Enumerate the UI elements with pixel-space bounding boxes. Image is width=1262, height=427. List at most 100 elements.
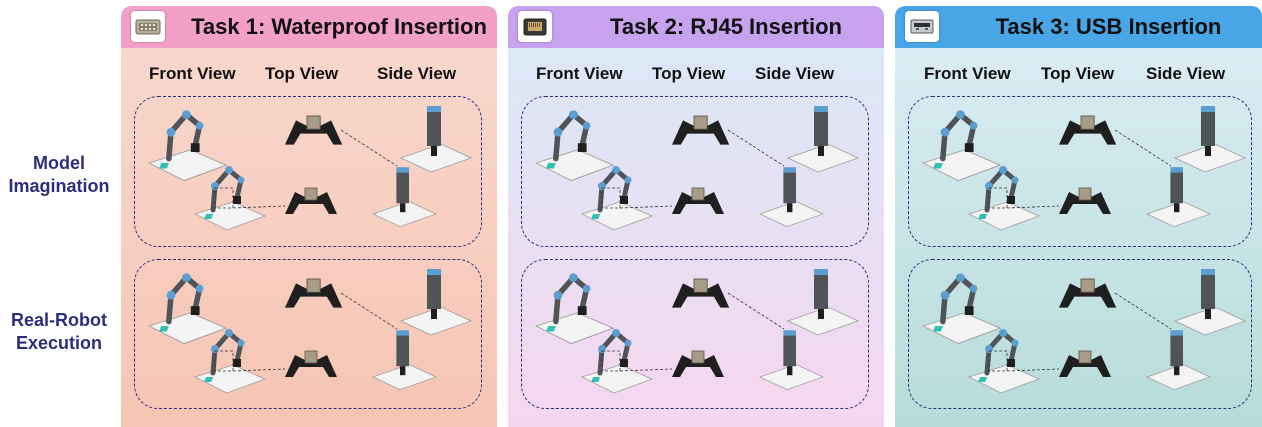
table-base — [1173, 143, 1247, 173]
robot-joint — [999, 166, 1007, 174]
robot-link — [427, 273, 441, 309]
robot-arm — [921, 110, 1002, 182]
gripper-top-view — [285, 350, 337, 377]
row-label-line-1: Model — [33, 153, 85, 173]
robot-joint — [182, 273, 191, 282]
zoom-box — [601, 350, 621, 372]
connector-marker — [933, 163, 943, 169]
robot-joint — [999, 329, 1007, 337]
zoom-box — [988, 350, 1008, 372]
table-base — [399, 306, 473, 336]
connector — [306, 115, 321, 130]
connector-marker — [159, 326, 169, 332]
task-title: Task 1: Waterproof Insertion — [191, 14, 487, 39]
gripper-top-view — [285, 278, 343, 308]
connector-marker — [978, 214, 988, 219]
robot-joint — [624, 339, 632, 347]
zoom-connector — [619, 368, 673, 372]
view-label-side: Side View — [1146, 64, 1226, 83]
robot-side-view — [372, 167, 437, 227]
gripper — [577, 306, 587, 315]
robot-joint — [624, 176, 632, 184]
zoom-connector — [1114, 129, 1172, 167]
robot-joint — [940, 290, 950, 300]
robot-joint — [1011, 339, 1019, 347]
robot-arm — [147, 273, 228, 345]
robot-side-view — [1146, 330, 1211, 390]
view-label-side: Side View — [755, 64, 835, 83]
execution-scene — [147, 269, 473, 394]
robot-joint — [1201, 269, 1215, 275]
execution-scene — [921, 269, 1247, 394]
robot-side-view — [759, 330, 824, 390]
robot-joint — [396, 167, 409, 173]
row-label-line-1: Real-Robot — [11, 310, 107, 330]
zoom-box — [601, 187, 621, 209]
model-imagination-box — [134, 96, 482, 247]
robot-joint — [1170, 330, 1183, 336]
robot-link — [783, 333, 796, 367]
zoom-connector — [340, 292, 398, 330]
robot-side-view — [786, 106, 860, 173]
gripper — [964, 143, 974, 152]
robot-link — [427, 110, 441, 146]
connector — [304, 350, 318, 364]
robot-side-view — [399, 106, 473, 173]
zoom-connector — [619, 205, 673, 209]
task-title: Task 3: USB Insertion — [995, 14, 1222, 39]
robot-joint — [182, 110, 191, 119]
connector — [1078, 187, 1092, 201]
gripper — [818, 146, 824, 156]
gripper — [1205, 309, 1211, 319]
robot-joint — [1201, 106, 1215, 112]
robot-side-view — [399, 269, 473, 336]
robot-side-view — [1173, 106, 1247, 173]
connector — [306, 278, 321, 293]
gripper-top-view — [1059, 350, 1111, 377]
robot-link — [1201, 273, 1215, 309]
robot-joint — [612, 329, 620, 337]
robot-joint — [569, 273, 578, 282]
connector — [304, 187, 318, 201]
robot-joint — [783, 167, 796, 173]
table-base — [372, 201, 437, 227]
robot-joint — [569, 110, 578, 119]
robot-joint — [195, 121, 204, 130]
robot-joint — [969, 121, 978, 130]
connector — [693, 278, 708, 293]
connector-marker — [591, 214, 601, 219]
gripper — [1205, 146, 1211, 156]
robot-joint — [553, 127, 563, 137]
connector — [1080, 278, 1095, 293]
robot-joint — [1170, 167, 1183, 173]
gripper — [431, 146, 437, 156]
robot-side-view — [1173, 269, 1247, 336]
gripper — [190, 143, 200, 152]
zoom-box — [214, 350, 234, 372]
gripper — [787, 366, 793, 376]
robot-joint — [237, 176, 245, 184]
gripper — [431, 309, 437, 319]
task-3-header: Task 3: USB Insertion — [895, 6, 1262, 48]
gripper-top-view — [672, 278, 730, 308]
table-base — [372, 364, 437, 390]
task-2-header: Task 2: RJ45 Insertion — [508, 6, 884, 48]
execution-scene — [534, 269, 860, 394]
connector-marker — [204, 214, 214, 219]
usb-connector-icon — [905, 11, 939, 42]
table-base — [1146, 201, 1211, 227]
gripper — [620, 359, 628, 367]
robot-arm — [967, 166, 1041, 231]
gripper — [400, 203, 406, 213]
imagination-scene — [147, 106, 473, 231]
connector-marker — [159, 163, 169, 169]
gripper-top-view — [672, 350, 724, 377]
connector-marker — [933, 326, 943, 332]
robot-joint — [225, 166, 233, 174]
view-label-side: Side View — [377, 64, 457, 83]
robot-link — [783, 170, 796, 204]
robot-side-view — [786, 269, 860, 336]
robot-joint — [814, 269, 828, 275]
robot-link — [1201, 110, 1215, 146]
zoom-connector — [727, 292, 785, 330]
